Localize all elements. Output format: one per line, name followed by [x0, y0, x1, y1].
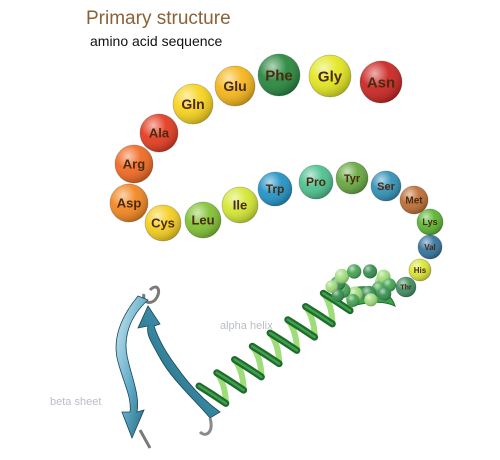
- residue-label: Pro: [306, 175, 326, 189]
- residue-label: Glu: [223, 78, 246, 94]
- residue-sphere-shading: [336, 162, 368, 194]
- residue-ile: Ile: [221, 186, 259, 224]
- residue-sphere-shading: [400, 186, 428, 214]
- residue-label: Tyr: [344, 173, 361, 185]
- helix-turn-highlight: [268, 331, 299, 352]
- helix-turn-highlight: [215, 371, 245, 392]
- residue-his: His: [408, 258, 432, 282]
- residue-sphere-shading: [309, 55, 351, 97]
- residue-sphere-shading: [409, 259, 431, 281]
- chain-bead-shading: [363, 264, 378, 279]
- residue-sphere-shading: [371, 171, 401, 201]
- residue-label: Asn: [367, 74, 395, 91]
- residue-gln: Gln: [172, 83, 214, 125]
- helix-turn-highlight: [322, 291, 352, 312]
- beta-sheet-label: beta sheet: [50, 396, 102, 408]
- residue-label: Ser: [377, 181, 395, 193]
- residue-label: Cys: [151, 216, 175, 231]
- residue-label: Ile: [233, 198, 247, 213]
- residue-label: Asp: [117, 196, 142, 211]
- residue-asp: Asp: [109, 183, 149, 223]
- helix-turn-highlight: [251, 344, 281, 365]
- residue-leu: Leu: [184, 201, 222, 239]
- residue-ser: Ser: [370, 170, 402, 202]
- residue-glu: Glu: [214, 65, 256, 107]
- residue-label: Lys: [422, 217, 437, 227]
- residue-label: Met: [405, 196, 423, 207]
- residue-sphere-shading: [418, 235, 442, 259]
- diagram-title: Primary structure: [86, 8, 231, 29]
- residue-gly: Gly: [308, 54, 352, 98]
- helix-bead-chain: [325, 264, 397, 307]
- chain-bead-shading: [325, 280, 338, 293]
- beta-sheet-ribbon: [115, 285, 221, 449]
- chain-bead-shading: [377, 287, 392, 301]
- helix-sheet-linker: [198, 417, 213, 436]
- residue-label: Val: [424, 243, 436, 252]
- chain-bead-shading: [346, 264, 362, 279]
- residue-sphere-shading: [396, 277, 416, 297]
- diagram-subtitle: amino acid sequence: [90, 33, 223, 49]
- residue-sphere-shading: [173, 84, 213, 124]
- residue-sphere-shading: [258, 54, 300, 96]
- helix-turn-highlight: [286, 318, 316, 339]
- residue-label: Trp: [266, 182, 285, 196]
- helix-turn-highlight: [304, 305, 334, 326]
- residue-trp: Trp: [257, 171, 293, 207]
- alpha-helix-label: alpha helix: [220, 320, 273, 332]
- chain-bead-shading: [364, 293, 378, 307]
- residue-label: Thr: [400, 284, 412, 291]
- residue-thr: Thr: [395, 276, 417, 298]
- residue-sphere-shading: [185, 202, 221, 238]
- beta-tail: [138, 429, 152, 449]
- residue-sphere-shading: [110, 184, 148, 222]
- chain-bead-shading: [331, 289, 345, 302]
- residue-pro: Pro: [298, 164, 334, 200]
- residue-sphere-shading: [222, 187, 258, 223]
- residue-phe: Phe: [257, 53, 301, 97]
- beta-strand-1: [115, 295, 149, 440]
- residue-label: Ala: [149, 126, 170, 141]
- residue-met: Met: [399, 185, 429, 215]
- residue-arg: Arg: [114, 144, 154, 184]
- residue-sphere-shading: [215, 66, 255, 106]
- residue-sphere-shading: [115, 145, 153, 183]
- residue-sphere-shading: [145, 205, 181, 241]
- residue-lys: Lys: [416, 208, 444, 236]
- residue-label: Arg: [123, 157, 145, 172]
- helix-turn-highlight: [233, 358, 263, 379]
- residue-asn: Asn: [359, 60, 403, 104]
- beta-strand-2: [137, 305, 221, 419]
- residue-sphere-shading: [360, 61, 402, 103]
- residue-sphere-shading: [417, 209, 443, 235]
- residue-label: Leu: [191, 213, 214, 228]
- helix-turn-highlight: [197, 384, 228, 405]
- residue-sphere-shading: [258, 172, 292, 206]
- residue-tyr: Tyr: [335, 161, 369, 195]
- residue-sphere-shading: [299, 165, 333, 199]
- residue-ala: Ala: [139, 113, 179, 153]
- chain-bead-shading: [334, 268, 350, 284]
- residue-sphere-shading: [140, 114, 178, 152]
- residue-cys: Cys: [144, 204, 182, 242]
- residue-label: Gln: [181, 96, 204, 112]
- residue-label: His: [414, 266, 427, 275]
- residue-val: Val: [417, 234, 443, 260]
- chain-bead-shading: [346, 294, 360, 307]
- residue-label: Gly: [318, 68, 343, 85]
- residue-label: Phe: [265, 67, 293, 84]
